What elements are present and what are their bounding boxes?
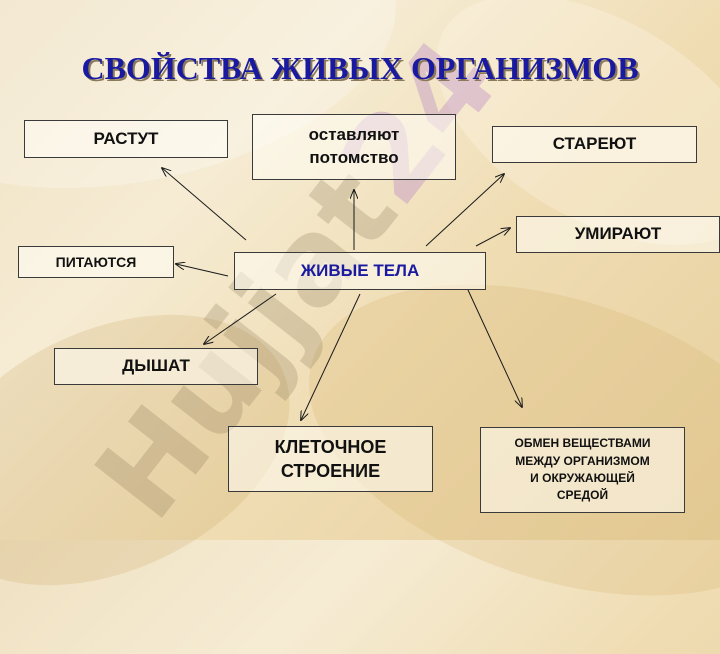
node-umirayut: УМИРАЮТ: [516, 216, 720, 253]
node-stareyut-label: СТАРЕЮТ: [552, 134, 637, 154]
node-obmen-veshchestv: ОБМЕН ВЕЩЕСТВАМИ МЕЖДУ ОРГАНИЗМОМ И ОКРУ…: [480, 427, 685, 513]
arrow-to-kletochnoe: [301, 293, 361, 420]
arrow-to-stareyut: [425, 174, 504, 247]
node-obmen-line2: МЕЖДУ ОРГАНИЗМОМ: [515, 453, 650, 468]
node-potomstvo: оставляют потомство: [252, 114, 456, 180]
node-kletochnoe-line2: СТРОЕНИЕ: [280, 461, 381, 481]
node-potomstvo-line1: оставляют: [308, 125, 400, 145]
arrow-to-rastut: [162, 168, 247, 241]
node-umirayut-label: УМИРАЮТ: [574, 224, 662, 244]
node-dyshat: ДЫШАТ: [54, 348, 258, 385]
node-obmen-line3: И ОКРУЖАЮЩЕЙ: [530, 471, 635, 485]
arrow-to-obmen: [467, 289, 522, 407]
node-rastut-label: РАСТУТ: [93, 128, 159, 148]
node-obmen-line4: СРЕДОЙ: [556, 488, 609, 503]
connector-arrows: [0, 0, 720, 540]
node-pitayutsya-label: ПИТАЮТСЯ: [55, 253, 137, 270]
arrow-to-pitayutsya: [176, 264, 229, 277]
node-potomstvo-line2: потомство: [309, 148, 399, 167]
node-stareyut: СТАРЕЮТ: [492, 126, 697, 163]
node-kletochnoe-stroenie: КЛЕТОЧНОЕ СТРОЕНИЕ: [228, 426, 433, 492]
node-center-label: ЖИВЫЕ ТЕЛА: [300, 260, 420, 280]
node-rastut: РАСТУТ: [24, 120, 228, 158]
node-obmen-line1: ОБМЕН ВЕЩЕСТВАМИ: [514, 436, 651, 451]
arrow-to-dyshat: [204, 293, 277, 344]
node-kletochnoe-line1: КЛЕТОЧНОЕ: [274, 436, 387, 457]
slide-title: СВОЙСТВА ЖИВЫХ ОРГАНИЗМОВ: [81, 50, 639, 86]
node-pitayutsya: ПИТАЮТСЯ: [18, 246, 174, 278]
node-center-zhivye-tela: ЖИВЫЕ ТЕЛА: [234, 252, 486, 290]
node-dyshat-label: ДЫШАТ: [122, 356, 190, 376]
arrow-to-umirayut: [475, 228, 510, 247]
